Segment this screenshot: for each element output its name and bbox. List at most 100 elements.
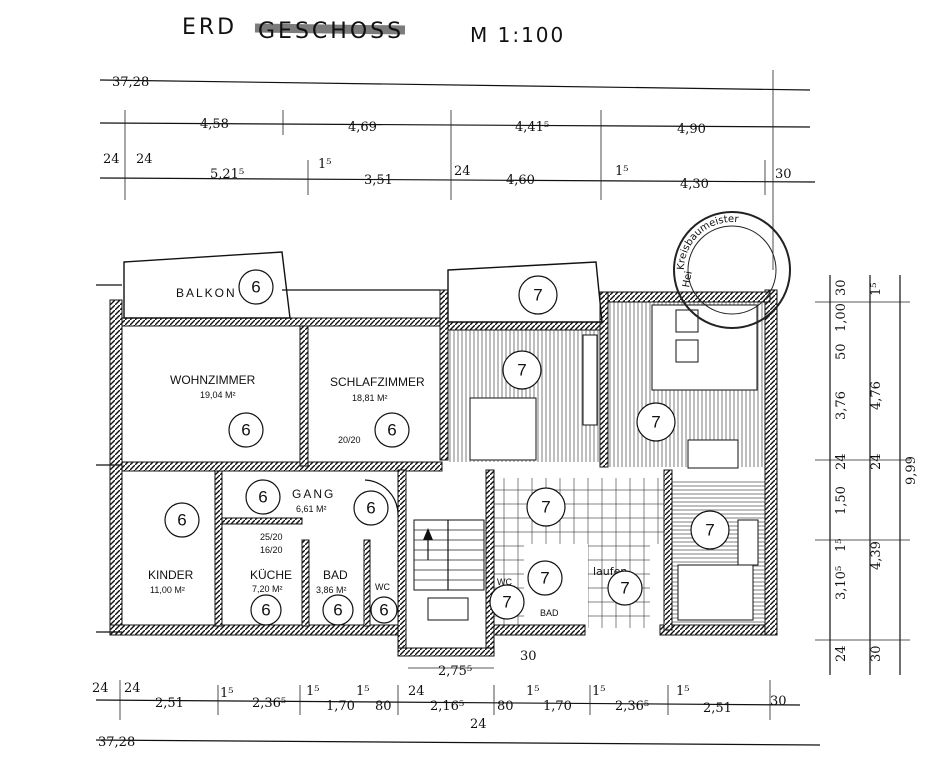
dim-top1-c: 4,41⁵ <box>515 120 549 135</box>
unit-7-d: 7 <box>541 498 550 517</box>
dim-bottom-b: 24 <box>124 681 141 696</box>
label-balkon: BALKON <box>176 286 237 300</box>
bed-lower <box>677 564 754 621</box>
title-erd: ERD <box>182 15 237 40</box>
label-door-note: 20/20 <box>338 435 361 445</box>
dim-bottom-extra-b: 24 <box>470 717 487 732</box>
unit-7-g: 7 <box>502 593 511 612</box>
dim-bottom-s: 30 <box>770 694 787 709</box>
balcony-left <box>123 251 440 319</box>
strike-line <box>254 23 406 35</box>
dim-bottom-j: 24 <box>408 684 425 699</box>
dim-top2-c: 5,21⁵ <box>210 167 244 182</box>
dim-bottom-l: 80 <box>497 699 514 714</box>
dim-bottom-c: 2,51 <box>155 696 184 711</box>
dim-bottom-total: 37,28 <box>98 735 135 750</box>
sofa-seat-b <box>675 339 699 363</box>
dim-right-j: 9,99 <box>904 456 919 485</box>
label-kueche-dims: 25/20 <box>260 532 283 542</box>
label-bad-area: 3,86 M² <box>316 585 347 595</box>
dim-bottom-o: 1⁵ <box>592 684 605 699</box>
unit-7-f: 7 <box>540 569 549 588</box>
wardrobe <box>582 334 598 426</box>
dim-bottom-e: 2,36⁵ <box>252 696 286 711</box>
dim-bottom-h: 1⁵ <box>356 684 369 699</box>
dim-top2-f: 24 <box>454 164 471 179</box>
dim-right-m: 3,10⁵ <box>834 566 849 600</box>
unit-7-c: 7 <box>651 413 660 432</box>
title-scale: M 1:100 <box>470 23 565 47</box>
dim-right-b: 1⁵ <box>869 283 884 296</box>
unit-6-c: 6 <box>387 421 396 440</box>
label-kinder-area: 11,00 M² <box>150 585 185 595</box>
dim-bottom-extra-a: 2,75⁵ <box>438 664 472 679</box>
label-bad-right: BAD <box>540 608 559 618</box>
dim-bottom-m: 1⁵ <box>526 684 539 699</box>
building-walls <box>96 284 778 657</box>
unit-7-h: 7 <box>620 579 629 598</box>
label-wohnzimmer: WOHNZIMMER <box>170 373 256 387</box>
desk-right <box>737 519 759 566</box>
dim-top2-e: 3,51 <box>364 173 393 188</box>
dimension-top: 37,28 4,58 4,69 4,41⁵ 4,90 24 24 5,21⁵ 1… <box>99 70 816 270</box>
dim-top2-d: 1⁵ <box>318 157 331 172</box>
staircase <box>413 519 485 621</box>
door-swing <box>364 479 399 516</box>
label-kueche: KÜCHE <box>250 568 292 582</box>
dim-right-h: 24 <box>869 453 884 470</box>
dim-bottom-k: 2,16⁵ <box>430 699 464 714</box>
dimension-right: 30 1⁵ 1,00 50 3,76 4,76 24 24 1,50 9,99 … <box>815 275 919 675</box>
dim-right-l: 4,39 <box>869 541 884 570</box>
unit-markers-left: 6 6 6 6 6 6 6 6 6 <box>164 269 410 626</box>
unit-6-i: 6 <box>379 601 388 620</box>
label-kueche-area: 7,20 M² <box>252 584 283 594</box>
dim-bottom-q: 1⁵ <box>676 684 689 699</box>
label-wc: WC <box>375 582 390 592</box>
dim-right-c: 1,00 <box>834 303 849 332</box>
dim-right-d: 50 <box>834 343 849 360</box>
unit-6-e: 6 <box>366 499 375 518</box>
stamp-text: Kreisbaumeister <box>676 214 740 270</box>
unit-6-g: 6 <box>261 601 270 620</box>
dim-right-n: 24 <box>834 645 849 662</box>
dim-top1-d: 4,90 <box>677 122 706 137</box>
bed-right <box>469 397 537 461</box>
label-wc-right: WC <box>497 577 512 587</box>
dim-right-i: 1,50 <box>834 486 849 515</box>
dim-top2-h: 1⁵ <box>615 164 628 179</box>
dim-right-e: 3,76 <box>834 391 849 420</box>
unit-7-e: 7 <box>705 521 714 540</box>
dim-top2-i: 4,30 <box>680 177 709 192</box>
label-schlafzimmer: SCHLAFZIMMER <box>330 375 425 389</box>
dim-top-total: 37,28 <box>112 75 149 90</box>
dim-bottom-extra-c: 30 <box>520 649 537 664</box>
dim-right-o: 30 <box>869 645 884 662</box>
dim-top2-b: 24 <box>136 152 153 167</box>
dim-bottom-r: 2,51 <box>703 701 732 716</box>
dim-right-k: 1⁵ <box>834 539 849 552</box>
dim-top2-a: 24 <box>103 152 120 167</box>
sofa-seat-a <box>675 309 699 333</box>
label-kueche-dims2: 16/20 <box>260 545 283 555</box>
dim-bottom-d: 1⁵ <box>220 686 233 701</box>
dim-bottom-a: 24 <box>92 681 109 696</box>
dim-bottom-n: 1,70 <box>543 699 572 714</box>
unit-6-d: 6 <box>258 488 267 507</box>
dim-right-f: 4,76 <box>869 381 884 410</box>
sofa-block <box>651 304 758 391</box>
dim-top1-a: 4,58 <box>200 117 229 132</box>
unit-7-b: 7 <box>517 361 526 380</box>
label-gang-area: 6,61 M² <box>296 504 327 514</box>
unit-6-h: 6 <box>333 601 342 620</box>
unit-6-b: 6 <box>241 421 250 440</box>
dim-bottom-i: 80 <box>375 699 392 714</box>
unit-6-a: 6 <box>251 278 260 297</box>
dim-bottom-f: 1⁵ <box>306 684 319 699</box>
label-wohnzimmer-area: 19,04 M² <box>200 390 236 400</box>
label-schlafzimmer-area: 18,81 M² <box>352 393 388 403</box>
dim-top2-g: 4,60 <box>506 173 535 188</box>
table-right <box>687 439 739 469</box>
unit-6-f: 6 <box>177 511 186 530</box>
dim-top2-j: 30 <box>775 167 792 182</box>
